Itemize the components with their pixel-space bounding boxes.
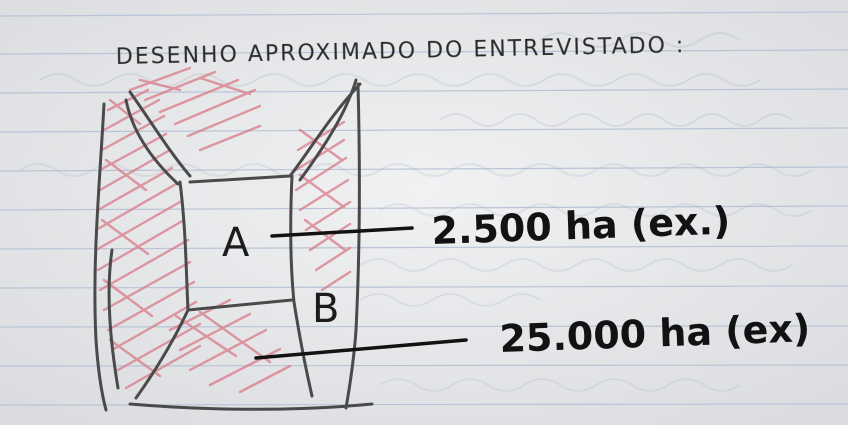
area-label-a: A	[222, 220, 250, 266]
red-hatching	[94, 66, 352, 394]
area-value-a: 2.500 ha (ex.)	[431, 199, 731, 253]
leader-line-a	[270, 226, 414, 238]
ruled-lines	[0, 11, 848, 406]
area-label-b: B	[312, 286, 339, 332]
leader-line-b	[254, 338, 468, 360]
pencil-outline	[93, 78, 374, 412]
area-value-b: 25.000 ha (ex)	[499, 306, 811, 361]
